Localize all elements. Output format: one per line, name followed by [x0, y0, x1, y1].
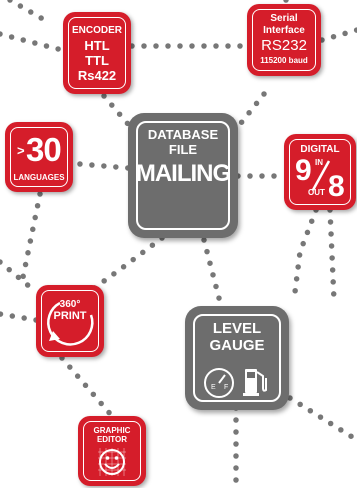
smiley-grid-icon [98, 448, 126, 476]
database-file-mailing-tile[interactable]: DATABASE FILE MAILING [128, 113, 238, 238]
graphic-editor-tile[interactable]: GRAPHIC EDITOR [78, 416, 146, 486]
print-degrees: 360° [59, 299, 81, 310]
graphic-line2: EDITOR [96, 435, 128, 444]
digital-in-label: IN [315, 158, 323, 167]
digital-outputs-count: 8 [328, 170, 345, 203]
serial-interface-tile[interactable]: Serial Interface RS232 115200 baud [247, 4, 321, 76]
gauge-empty-label: E [211, 384, 216, 391]
level-line1: LEVEL [212, 320, 262, 337]
fuel-pump-icon [243, 369, 267, 396]
database-line2: FILE [168, 142, 198, 157]
print-label: PRINT [53, 310, 87, 322]
serial-baud: 115200 baud [260, 56, 308, 65]
languages-prefix: > [17, 143, 25, 158]
link-digital-down-right [327, 207, 337, 303]
link-database-print [83, 235, 165, 297]
link-left-edge [0, 259, 39, 295]
digital-tile-border [289, 139, 351, 205]
link-print-graphic [59, 355, 115, 419]
link-database-gauge [201, 237, 223, 305]
graphic-line1: GRAPHIC [93, 426, 131, 435]
digital-divider-slash [311, 160, 331, 191]
link-encoder-top [7, 0, 51, 25]
encoder-title: ENCODER [71, 25, 122, 36]
encoder-tile-border [68, 17, 126, 89]
level-gauge-tile[interactable]: LEVEL GAUGE E F [185, 306, 289, 410]
print-tile-border [41, 290, 99, 352]
encoder-tile[interactable]: ENCODER HTL TTL Rs422 [63, 12, 131, 94]
level-line2: GAUGE [209, 337, 265, 354]
graphic-tile-border [83, 421, 141, 481]
fuel-gauge-icon [204, 368, 234, 398]
database-tile-border [136, 121, 230, 230]
database-line1: DATABASE [147, 127, 219, 142]
digital-inputs-count: 9 [295, 154, 312, 187]
encoder-line-htl: HTL [84, 38, 110, 53]
digital-io-tile[interactable]: DIGITAL 9 IN OUT 8 [284, 134, 356, 210]
link-languages-database [65, 160, 131, 171]
encoder-line-rs422: Rs422 [77, 68, 117, 83]
link-languages-down [19, 191, 43, 285]
languages-tile-border [10, 127, 68, 187]
serial-tile-border [252, 9, 316, 71]
link-print-left [0, 311, 39, 323]
gauge-full-label: F [224, 384, 229, 391]
digital-out-label: OUT [308, 188, 325, 197]
serial-standard: RS232 [261, 37, 307, 54]
link-digital-down-left [291, 207, 319, 303]
print-360-tile[interactable]: 360° PRINT [36, 285, 104, 357]
languages-count: 30 [26, 131, 62, 168]
digital-title: DIGITAL [300, 144, 340, 155]
serial-title: Serial [270, 13, 298, 24]
rotate-arrow-icon [47, 301, 94, 346]
encoder-line-ttl: TTL [85, 53, 109, 68]
link-gauge-right [287, 395, 357, 443]
link-encoder-left [0, 31, 65, 53]
link-serial-right [319, 27, 357, 43]
level-tile-border [193, 314, 281, 402]
languages-tile[interactable]: > 30 LANGUAGES [5, 122, 73, 192]
languages-label: LANGUAGES [13, 173, 65, 182]
database-line3: MAILING [135, 160, 231, 187]
serial-subtitle: Interface [263, 25, 305, 36]
